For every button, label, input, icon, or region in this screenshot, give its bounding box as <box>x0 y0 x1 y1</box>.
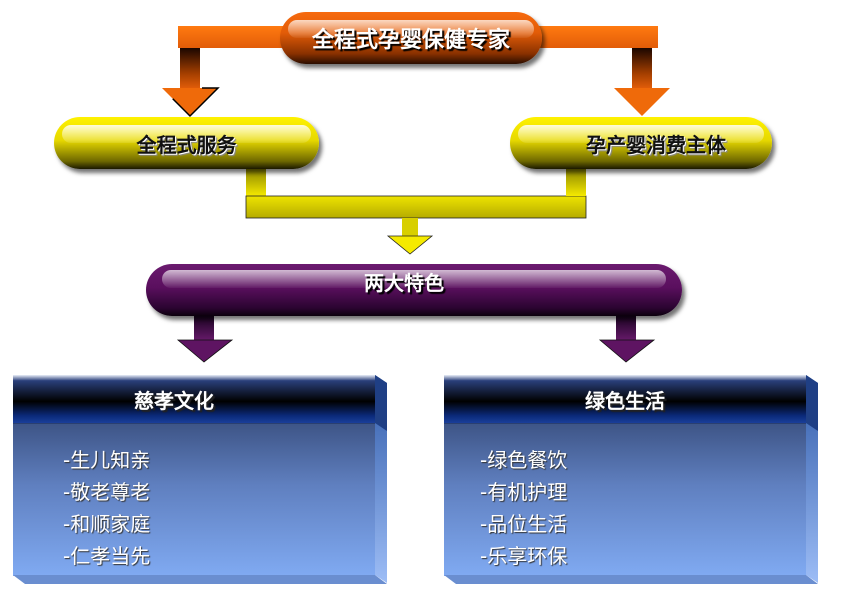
arrow-down-icon <box>176 339 234 363</box>
title-node: 全程式孕婴保健专家 <box>280 12 542 64</box>
node-full-service: 全程式服务 <box>54 117 319 169</box>
feature-box-body: -生儿知亲 -敬老尊老 -和顺家庭 -仁孝当先 <box>13 423 375 576</box>
list-item: -和顺家庭 <box>63 512 151 536</box>
feature-box-body: -绿色餐饮 -有机护理 -品位生活 -乐享环保 <box>444 423 806 576</box>
feature-list: -生儿知亲 -敬老尊老 -和顺家庭 -仁孝当先 <box>63 444 150 572</box>
box-side-bevel <box>375 375 387 583</box>
yellow-connector <box>245 166 587 255</box>
box-bottom-bevel <box>444 575 818 584</box>
box-side-bevel <box>806 375 818 583</box>
list-item: -有机护理 <box>480 480 568 504</box>
list-item: -仁孝当先 <box>63 544 151 568</box>
node-two-features-label: 两大特色 <box>364 270 444 295</box>
feature-box-title: 慈孝文化 <box>134 388 214 413</box>
box-bottom-bevel <box>13 575 387 584</box>
feature-box-header: 绿色生活 <box>444 375 806 423</box>
title-label: 全程式孕婴保健专家 <box>311 28 510 53</box>
list-item: -乐享环保 <box>480 544 568 568</box>
node-full-service-label: 全程式服务 <box>136 132 237 157</box>
arrow-down-icon <box>386 235 434 255</box>
list-item: -绿色餐饮 <box>480 448 568 472</box>
feature-box-title: 绿色生活 <box>585 388 665 413</box>
arrow-down-icon <box>614 88 670 116</box>
list-item: -生儿知亲 <box>63 448 151 472</box>
list-item: -品位生活 <box>480 512 568 536</box>
feature-box-header: 慈孝文化 <box>13 375 375 423</box>
arrow-down-icon <box>598 339 656 363</box>
list-item: -敬老尊老 <box>63 480 151 504</box>
feature-box-green-life: 绿色生活 -绿色餐饮 -有机护理 -品位生活 -乐享环保 <box>444 375 818 584</box>
feature-list: -绿色餐饮 -有机护理 -品位生活 -乐享环保 <box>480 444 567 572</box>
node-consumer-body-label: 孕产婴消费主体 <box>586 132 726 157</box>
feature-box-filial-culture: 慈孝文化 -生儿知亲 -敬老尊老 -和顺家庭 -仁孝当先 <box>13 375 387 584</box>
arrow-down-icon <box>162 88 218 116</box>
node-two-features: 两大特色 <box>146 264 682 316</box>
purple-connector <box>176 316 656 363</box>
node-consumer-body: 孕产婴消费主体 <box>510 117 772 169</box>
